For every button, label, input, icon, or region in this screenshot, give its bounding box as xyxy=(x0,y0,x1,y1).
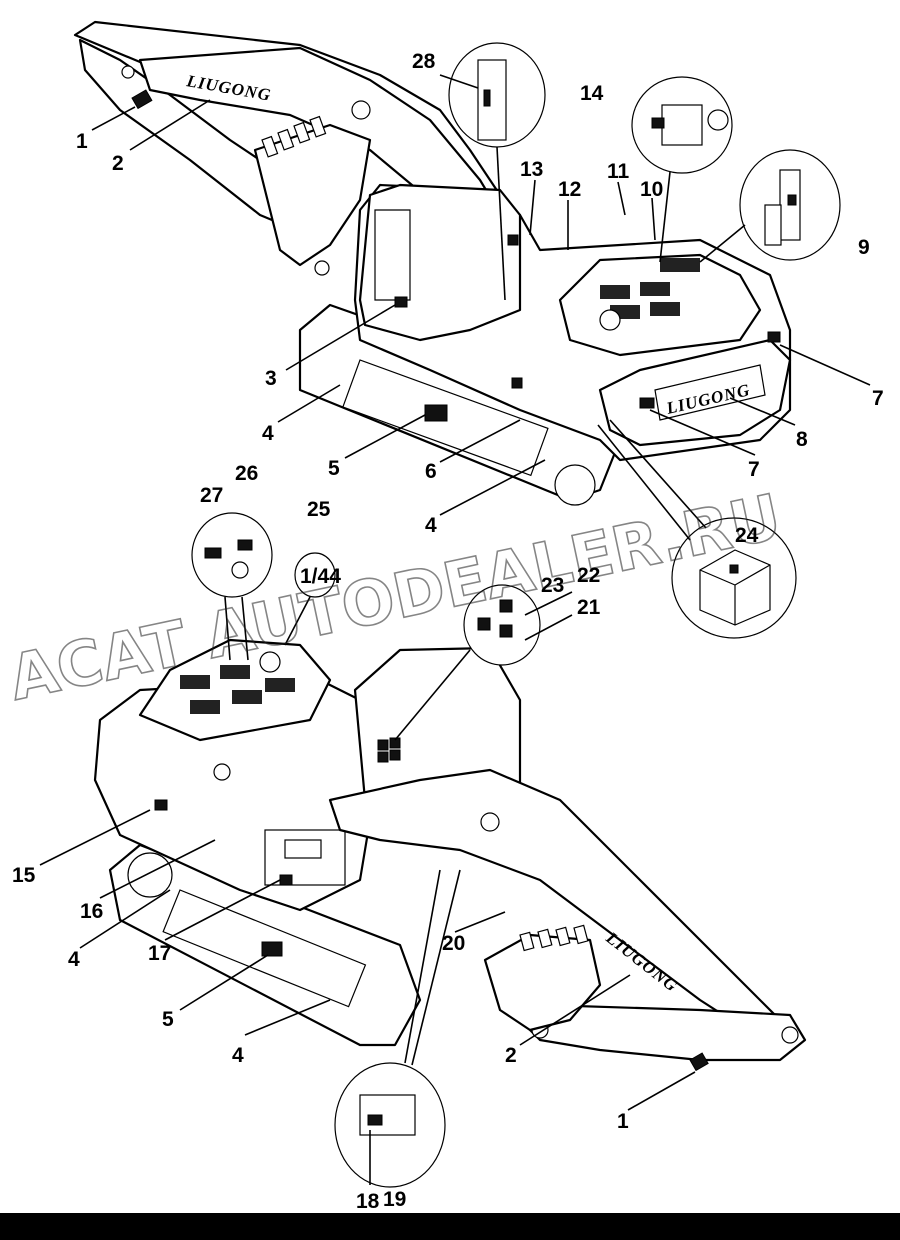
bottom-toolbox-label xyxy=(284,839,322,859)
decal-1-top xyxy=(131,89,153,110)
bottom-boom-pin xyxy=(480,812,500,832)
callout-5-bottom: 5 xyxy=(162,1008,174,1031)
callout-4-bottom-b: 4 xyxy=(232,1044,244,1067)
top-link-pin xyxy=(314,260,330,276)
callout-27: 27 xyxy=(200,484,223,507)
bottom-idler xyxy=(127,852,173,898)
top-fuel-cap xyxy=(599,309,621,331)
callout-11: 11 xyxy=(607,160,630,183)
callout-19: 19 xyxy=(383,1188,406,1211)
callout-24: 24 xyxy=(735,524,759,547)
decal-13-top xyxy=(507,234,519,246)
callout-13: 13 xyxy=(520,158,543,181)
decal-1-bottom xyxy=(689,1052,709,1072)
bottom-cab-decals xyxy=(377,737,401,763)
decal-7-right xyxy=(767,331,781,343)
top-counterweight-panel xyxy=(654,364,766,421)
callout-23: 23 xyxy=(541,574,564,597)
bottom-leaders xyxy=(39,591,696,1111)
detail-25-label: 1/44 xyxy=(300,565,341,588)
callout-21: 21 xyxy=(577,596,601,619)
top-excavator: LIUGONG xyxy=(73,20,792,506)
callout-2-bottom: 2 xyxy=(505,1044,517,1067)
callout-8: 8 xyxy=(796,428,808,451)
detail-25: 1/44 xyxy=(284,552,341,646)
callout-20: 20 xyxy=(442,932,465,955)
callout-22: 22 xyxy=(577,564,600,587)
top-bucket xyxy=(253,123,372,267)
top-bucket-teeth xyxy=(261,115,327,158)
callout-25: 25 xyxy=(307,498,331,521)
callout-3: 3 xyxy=(265,367,277,390)
callout-9: 9 xyxy=(858,236,870,259)
decal-5-bottom xyxy=(261,941,283,957)
detail-18-19 xyxy=(334,869,461,1188)
decal-side-top xyxy=(511,377,523,389)
top-cab-window xyxy=(374,209,411,301)
callout-1-top: 1 xyxy=(76,130,88,153)
callout-12: 12 xyxy=(558,178,581,201)
bottom-arm xyxy=(518,1003,807,1062)
bottom-black-bar xyxy=(0,1213,900,1240)
callout-10: 10 xyxy=(640,178,663,201)
callout-6: 6 xyxy=(425,460,437,483)
top-leaders xyxy=(91,74,871,516)
callout-17: 17 xyxy=(148,942,171,965)
top-idler xyxy=(554,464,596,506)
top-boom-pin xyxy=(351,100,371,120)
detail-24 xyxy=(597,419,797,639)
decal-15-bottom xyxy=(154,799,168,811)
decal-7-left xyxy=(639,397,655,409)
callout-5-top: 5 xyxy=(328,457,340,480)
callout-7-left: 7 xyxy=(748,458,760,481)
bottom-fuel-cap xyxy=(259,651,281,673)
detail-9 xyxy=(699,149,841,263)
callout-7-right: 7 xyxy=(872,387,884,410)
bottom-tank-cap xyxy=(213,763,231,781)
detail-26-27 xyxy=(191,512,273,661)
callout-1-bottom: 1 xyxy=(617,1110,629,1133)
callout-4-bottom-a: 4 xyxy=(68,948,80,971)
callout-14: 14 xyxy=(580,82,604,105)
callout-2-top: 2 xyxy=(112,152,124,175)
top-hood-vents xyxy=(600,258,700,319)
callout-18: 18 xyxy=(356,1190,380,1213)
bottom-bucket-teeth xyxy=(519,924,589,952)
detail-14 xyxy=(631,76,733,263)
bottom-arm-pin-end xyxy=(781,1026,799,1044)
top-arm-pin xyxy=(121,65,135,79)
callout-15: 15 xyxy=(12,864,36,887)
callout-4-top-a: 4 xyxy=(262,422,274,445)
detail-28 xyxy=(448,42,546,301)
detail-21-23 xyxy=(394,584,541,741)
bottom-hood-vents xyxy=(180,665,295,714)
decal-3-top xyxy=(394,296,408,308)
decal-5-top xyxy=(424,404,448,422)
bottom-excavator: LIUGONG xyxy=(93,638,807,1072)
callout-labels: 1 2 3 4 5 6 4 7 8 7 9 10 11 12 13 14 28 … xyxy=(12,50,884,1213)
callout-26: 26 xyxy=(235,462,258,485)
callout-4-top-b: 4 xyxy=(425,514,437,537)
callout-16: 16 xyxy=(80,900,103,923)
decal-17-bottom xyxy=(279,874,293,886)
callout-28: 28 xyxy=(412,50,436,73)
